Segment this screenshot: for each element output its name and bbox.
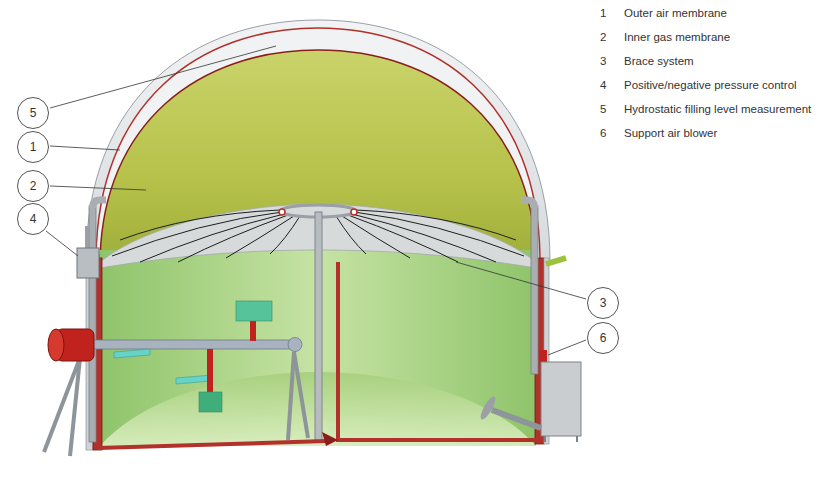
support-leg (288, 352, 294, 440)
callout-number: 5 (17, 97, 49, 129)
part-name: Positive/negative pressure control (624, 79, 797, 93)
key-number: 5 (600, 103, 606, 117)
propeller (478, 395, 498, 422)
callout-number: 2 (17, 170, 49, 202)
key-number: 3 (600, 55, 606, 69)
pipe-bend (93, 200, 107, 208)
brace-line (226, 216, 294, 258)
leader-line (50, 46, 276, 108)
pressure-pipe (89, 206, 96, 442)
cabinet-leg (544, 436, 546, 442)
brace-line (356, 210, 516, 240)
brace-line (270, 216, 300, 254)
floor-cut-edge (98, 441, 326, 448)
leader-line (548, 340, 586, 355)
callout-number: 1 (17, 131, 49, 163)
part-name: Outer air membrane (624, 7, 727, 21)
part-name: Hydrostatic filling level measurement (624, 103, 811, 117)
support-leg (70, 358, 80, 456)
mixer-shaft (492, 410, 541, 428)
mixer-paddle (236, 301, 272, 321)
mixer-paddle (199, 392, 222, 412)
key-number: 2 (600, 31, 606, 45)
brace-line (336, 216, 366, 254)
leader-line (50, 146, 120, 150)
brace-line (352, 214, 496, 262)
key-number: 4 (600, 79, 606, 93)
brace-line (140, 214, 284, 262)
paddle-shaft (250, 321, 256, 341)
leader-line (46, 231, 78, 256)
callout-number: 4 (17, 203, 49, 235)
motor-cap (48, 329, 64, 361)
pipe-stub (85, 226, 89, 248)
leader-lines (46, 46, 586, 355)
brace-line (354, 212, 524, 256)
mixer-paddle (114, 349, 150, 358)
callout-number: 6 (587, 322, 619, 354)
cabinet-leg (576, 436, 578, 442)
wall-cut-edge (338, 262, 540, 440)
brace-line (348, 215, 458, 262)
air-blower-cabinet (541, 362, 581, 436)
ring-anchor (351, 209, 357, 215)
brace-line (178, 215, 288, 262)
key-number: 1 (600, 7, 606, 21)
mixer-shaft (92, 340, 295, 349)
leader-line (50, 186, 146, 190)
part-name: Brace system (624, 55, 694, 69)
shaft-end (288, 338, 302, 352)
central-pole (315, 212, 322, 442)
pipe-bend (521, 200, 535, 208)
mixer-paddle (176, 375, 212, 384)
key-number: 6 (600, 127, 606, 141)
leader-line (456, 262, 586, 299)
ring-anchor (279, 209, 285, 215)
support-leg (294, 352, 308, 438)
pressure-control-box (77, 248, 99, 278)
paddle-shaft (207, 349, 213, 392)
brace-line (342, 216, 410, 258)
air-pipe (531, 206, 538, 374)
part-name: Inner gas membrane (624, 31, 730, 45)
blower-connector (539, 350, 547, 362)
gas-outlet (546, 258, 566, 264)
pole-base (322, 432, 338, 446)
brace-line (120, 210, 280, 240)
part-name: Support air blower (624, 127, 717, 141)
callout-number: 3 (587, 287, 619, 319)
